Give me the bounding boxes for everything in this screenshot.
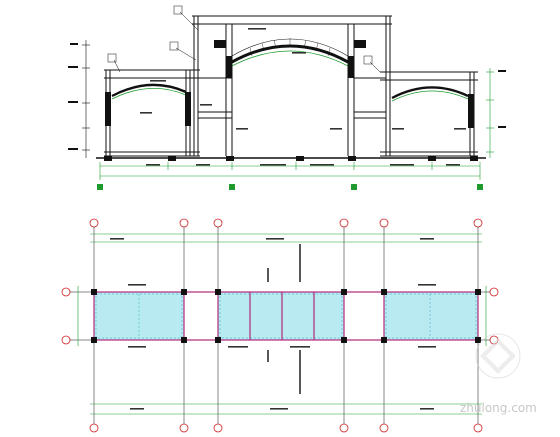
central-arch-hatching — [249, 38, 331, 57]
left-dimension-line — [82, 40, 90, 158]
plan-bottom-axis-bubbles — [89, 423, 483, 433]
plan-columns — [91, 289, 481, 343]
plan-side-dimensions — [77, 286, 487, 346]
plan-top-dimensions — [90, 233, 482, 243]
watermark-text: zhulong.com — [460, 401, 537, 415]
central-beam-dark-right — [354, 40, 366, 48]
section-elevation — [68, 5, 506, 190]
right-elevation-marks — [498, 70, 506, 128]
central-frame — [192, 15, 392, 156]
right-dimension-line — [486, 68, 494, 158]
plan-top-axis-bubbles — [89, 218, 483, 228]
plan-slab-fills — [94, 292, 478, 340]
left-column-dark — [105, 92, 111, 126]
plan-section-cut-markers — [267, 244, 301, 394]
left-wing-arch — [111, 83, 187, 98]
right-column-dark — [468, 94, 474, 128]
elevation-bottom-dimensions — [99, 162, 481, 180]
right-wing-arch — [391, 86, 469, 100]
right-wing-frame — [380, 71, 478, 157]
plan-annotation-stubs — [110, 238, 436, 410]
zhulong-logo-icon — [475, 333, 521, 379]
central-column-dark-left — [226, 56, 232, 78]
central-column-dark-right — [348, 56, 354, 78]
callout-leaders — [107, 5, 381, 73]
plan-bottom-dimensions — [90, 403, 482, 415]
section-annotation-stubs — [140, 28, 466, 166]
plan-slab-dashes — [95, 293, 477, 339]
left-wing-arch-inner — [111, 87, 187, 100]
central-beam-dark-left — [214, 40, 226, 48]
plan-beams — [93, 291, 479, 341]
right-wing-arch-inner — [391, 90, 469, 102]
elevation-axis-tags — [97, 184, 483, 190]
central-arch-inner — [231, 50, 349, 67]
foundation-blocks — [104, 156, 478, 161]
central-arch — [231, 44, 349, 64]
left-column-dark-2 — [185, 92, 191, 126]
floor-plan — [61, 218, 499, 433]
left-elevation-marks — [68, 43, 78, 150]
